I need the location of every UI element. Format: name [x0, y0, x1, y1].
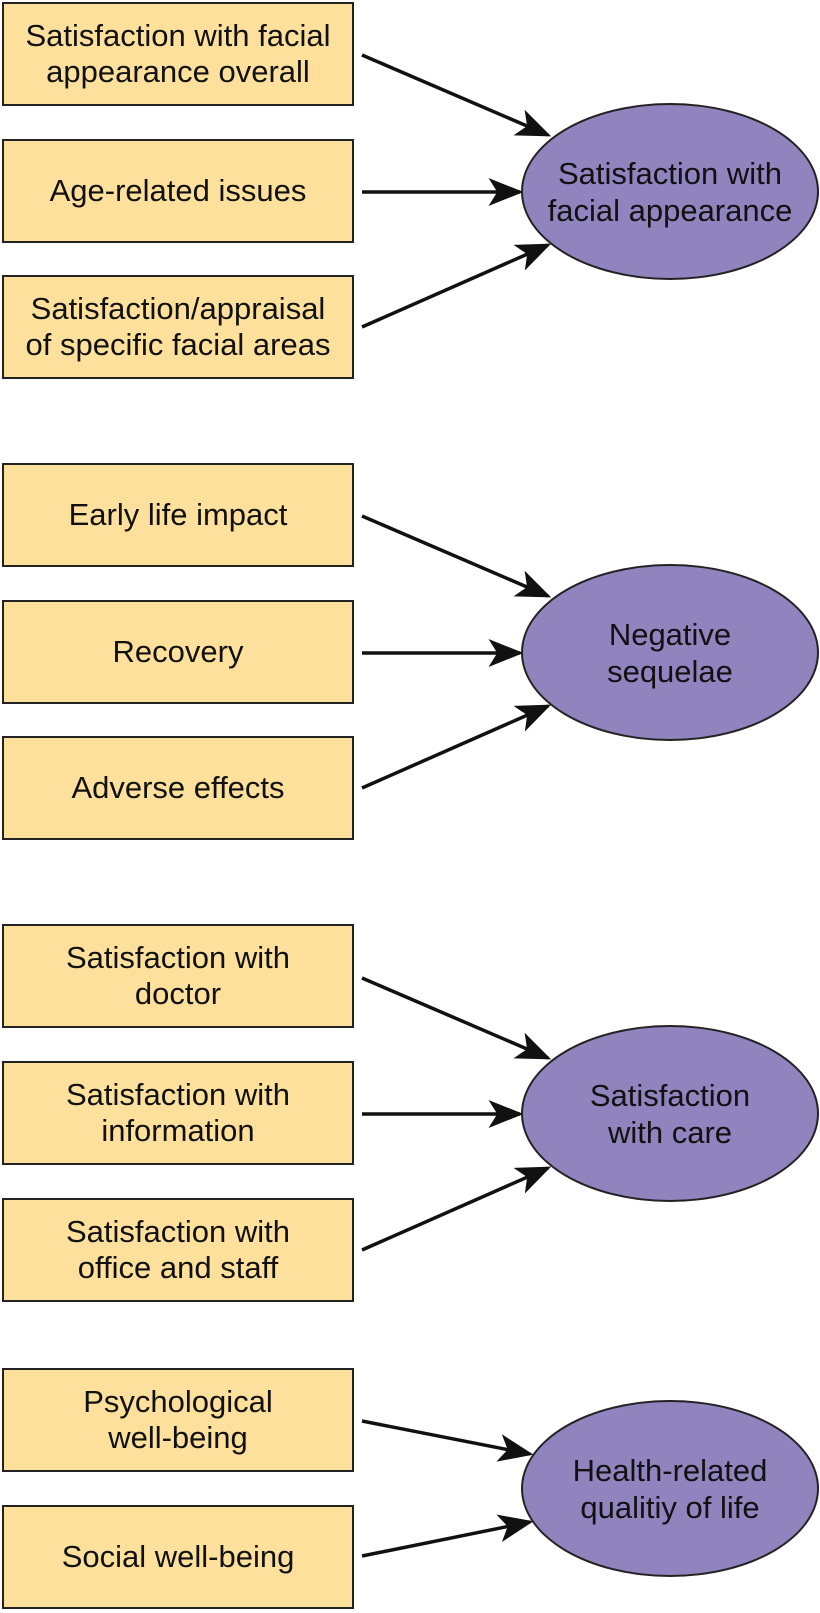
input-box-specific-facial-areas: Satisfaction/appraisal of specific facia… [2, 275, 354, 379]
input-box-age-related-issues: Age-related issues [2, 139, 354, 243]
arrow-g4-1 [361, 1419, 534, 1462]
outcome-ellipse-health-related-qol: Health-related qualitiy of life [521, 1400, 819, 1577]
arrow-g4-2 [361, 1514, 534, 1558]
input-box-recovery: Recovery [2, 600, 354, 704]
input-box-facial-appearance-overall: Satisfaction with facial appearance over… [2, 2, 354, 106]
input-box-early-life-impact: Early life impact [2, 463, 354, 567]
input-box-adverse-effects: Adverse effects [2, 736, 354, 840]
input-box-satisfaction-information: Satisfaction with information [2, 1061, 354, 1165]
arrow-g1-3 [361, 243, 552, 329]
outcome-ellipse-negative-sequelae: Negative sequelae [521, 564, 819, 741]
input-box-psychological-well-being: Psychological well-being [2, 1368, 354, 1472]
arrow-g3-3 [361, 1166, 552, 1252]
arrow-g2-1 [361, 514, 552, 598]
input-box-satisfaction-office-staff: Satisfaction with office and staff [2, 1198, 354, 1302]
arrow-g1-1 [361, 53, 552, 137]
input-box-social-well-being: Social well-being [2, 1505, 354, 1609]
input-box-satisfaction-doctor: Satisfaction with doctor [2, 924, 354, 1028]
outcome-ellipse-satisfaction-care: Satisfaction with care [521, 1025, 819, 1202]
arrow-g3-1 [361, 976, 552, 1060]
arrow-g2-3 [361, 704, 552, 790]
outcome-ellipse-facial-appearance: Satisfaction with facial appearance [521, 103, 819, 280]
